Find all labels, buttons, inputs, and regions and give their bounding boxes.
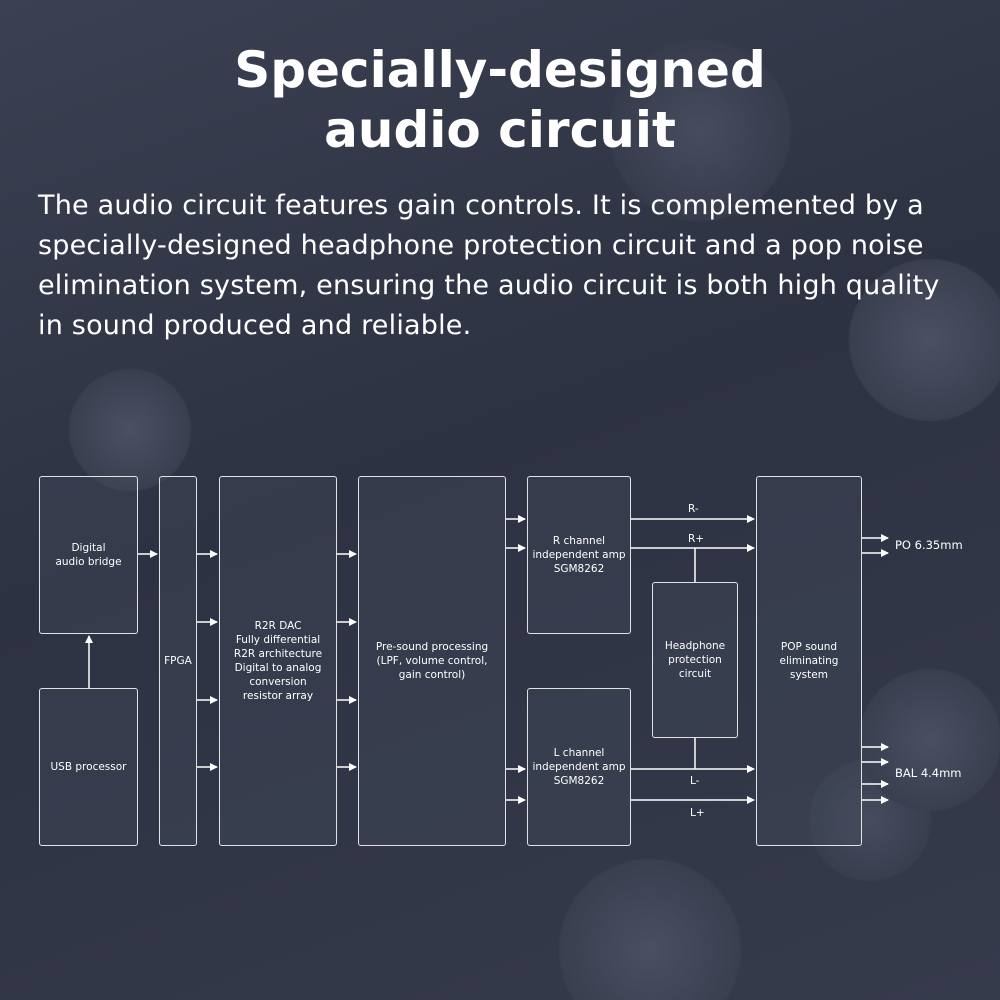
usb-processor-block: USB processor xyxy=(39,688,138,846)
signal-l-plus-label: L+ xyxy=(690,807,705,819)
pre-sound-processing-label: Pre-sound processing (LPF, volume contro… xyxy=(375,641,489,681)
description-text: The audio circuit features gain controls… xyxy=(38,190,940,341)
output-po-label: PO 6.35mm xyxy=(895,538,963,552)
output-bal-label: BAL 4.4mm xyxy=(895,766,962,780)
title-line-2: audio circuit xyxy=(324,101,676,159)
signal-l-minus-label: L- xyxy=(690,775,700,787)
r-channel-amp-block: R channel independent amp SGM8262 xyxy=(527,476,631,634)
r2r-dac-block: R2R DAC Fully differential R2R architect… xyxy=(219,476,337,846)
usb-processor-label: USB processor xyxy=(50,761,127,773)
headphone-protection-label: Headphone protection circuit xyxy=(664,640,726,680)
l-channel-amp-label: L channel independent amp SGM8262 xyxy=(532,747,626,787)
digital-audio-bridge-block: Digital audio bridge xyxy=(39,476,138,634)
pre-sound-processing-block: Pre-sound processing (LPF, volume contro… xyxy=(358,476,506,846)
signal-r-plus-label: R+ xyxy=(688,533,705,545)
page-title: Specially-designed audio circuit xyxy=(0,40,1000,160)
r2r-dac-label: R2R DAC Fully differential R2R architect… xyxy=(233,620,323,702)
signal-r-minus-label: R- xyxy=(688,503,699,515)
l-channel-amp-block: L channel independent amp SGM8262 xyxy=(527,688,631,846)
fpga-label: FPGA xyxy=(164,655,192,667)
title-line-1: Specially-designed xyxy=(234,41,766,99)
pop-sound-eliminating-block: POP sound eliminating system xyxy=(756,476,862,846)
headphone-protection-block: Headphone protection circuit xyxy=(652,582,738,738)
digital-audio-bridge-label: Digital audio bridge xyxy=(55,542,122,568)
fpga-block: FPGA xyxy=(159,476,197,846)
pop-sound-eliminating-label: POP sound eliminating system xyxy=(779,641,839,681)
r-channel-amp-label: R channel independent amp SGM8262 xyxy=(532,535,626,575)
